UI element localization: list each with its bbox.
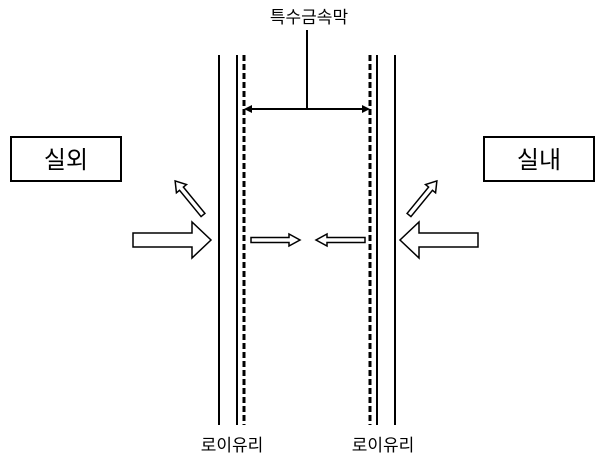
- outdoor-incoming-arrow: [132, 220, 213, 260]
- coating-dimension-line: [244, 105, 370, 113]
- right-glass-pane: [368, 55, 396, 425]
- right-pane-label: 로이유리: [352, 436, 415, 456]
- coating-title: 특수금속막: [270, 8, 349, 28]
- left-pane-label: 로이유리: [201, 436, 264, 456]
- left-glass-pane: [218, 55, 246, 425]
- gap-arrow-left: [314, 232, 366, 248]
- outdoor-label: 실외: [44, 146, 88, 174]
- indoor-label: 실내: [517, 146, 561, 174]
- indoor-incoming-arrow: [398, 220, 479, 260]
- outdoor-box: 실외: [10, 136, 122, 182]
- indoor-box: 실내: [483, 136, 595, 182]
- gap-arrow-right: [250, 232, 302, 248]
- outdoor-reflected-arrow: [174, 179, 206, 218]
- indoor-reflected-arrow: [406, 179, 438, 218]
